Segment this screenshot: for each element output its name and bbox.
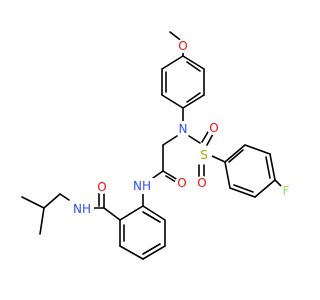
molecule-canvas: O N S O O F NH O O NH: [21, 31, 293, 260]
atom-label-n_sulfonamide: N: [179, 122, 188, 136]
bond: [274, 179, 283, 188]
bond: [119, 245, 144, 260]
bond: [162, 135, 178, 146]
bond: [142, 211, 161, 223]
bond: [142, 205, 166, 221]
atom-label-nh_anilide: NH: [133, 179, 151, 193]
atom-labels: O N S O O F NH O O NH: [70, 39, 293, 217]
bond: [142, 243, 161, 255]
molecule-structure: O N S O O F NH O O NH: [21, 31, 293, 260]
bond: [186, 92, 201, 103]
bond: [269, 153, 276, 181]
bond: [182, 55, 205, 70]
bond: [119, 205, 144, 221]
bond: [161, 94, 184, 109]
bond: [142, 245, 166, 260]
bond: [39, 207, 45, 235]
bond: [254, 179, 276, 198]
bond: [161, 55, 184, 70]
bond: [43, 193, 61, 209]
bond: [244, 144, 271, 155]
bond: [152, 170, 164, 179]
bond: [224, 144, 246, 163]
bond: [224, 161, 231, 189]
atom-label-o_benzamide: O: [97, 180, 106, 194]
atom-label-o_methoxy: O: [178, 39, 187, 53]
bond: [211, 155, 226, 163]
bond: [59, 193, 70, 201]
bond: [188, 135, 201, 144]
atom-label-nh_amide: NH: [73, 202, 91, 216]
bond: [165, 175, 177, 183]
bond: [103, 207, 121, 221]
bond: [186, 61, 201, 72]
bond: [206, 133, 214, 146]
bond: [233, 184, 254, 193]
bond: [162, 170, 179, 181]
atom-label-o_glycyl: O: [177, 176, 186, 190]
bond: [229, 187, 256, 198]
bond: [201, 131, 209, 143]
atom-label-o_sulfonyl_a: O: [209, 121, 218, 135]
atom-label-o_sulfonyl_b: O: [197, 176, 206, 190]
atom-label-s_sulfonyl: S: [200, 148, 208, 162]
bond: [21, 196, 45, 209]
bonds: [21, 31, 283, 260]
bond: [265, 156, 271, 179]
atom-label-f_fluoro: F: [283, 184, 290, 198]
bond: [182, 94, 205, 109]
bond: [228, 149, 244, 163]
